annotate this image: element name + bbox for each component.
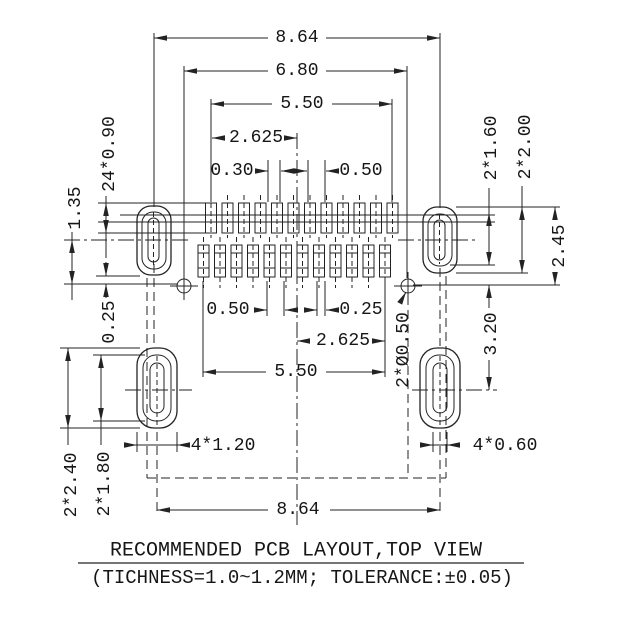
dim-label-bottom-pad-pitch: 0.50	[206, 300, 249, 320]
leg-pad-bottom-left	[136, 347, 178, 429]
dim-label-hole-to-leg: 3.20	[482, 312, 502, 355]
dim-label-left-row-offset: 0.25	[100, 300, 120, 343]
pad-array-top-row	[205, 195, 399, 238]
dim-top-half-span: 2.625	[212, 128, 297, 148]
dim-label-row-gap: 1.35	[66, 186, 86, 229]
dim-top-row-span: 5.50	[211, 94, 392, 114]
dim-label-top-pad-pitch: 0.50	[339, 161, 382, 181]
dim-leg-pad-length: 2*2.40	[62, 348, 82, 517]
dim-label-leg-slot-width: 4*0.60	[473, 436, 538, 456]
dim-bottom-row-span: 5.50	[203, 362, 385, 382]
dim-leg-slot-length: 2*1.80	[95, 355, 115, 516]
dim-label-shell-slot-height: 2*1.60	[482, 116, 502, 181]
dim-label-bottom-row-offset: 0.25	[339, 300, 382, 320]
dim-label-pad-count-length: 24*0.90	[100, 116, 120, 192]
dim-label-bottom-half-span: 2.625	[316, 331, 370, 351]
dim-label-top-pad-width: 0.30	[210, 161, 253, 181]
dim-edge-to-hole: 2.45	[550, 207, 570, 285]
drawing-title: RECOMMENDED PCB LAYOUT,TOP VIEW	[110, 540, 482, 563]
dim-label-leg-pad-length: 2*2.40	[62, 453, 82, 518]
dim-hole-to-leg: 3.20	[482, 285, 502, 390]
shield-pad-top-left	[136, 205, 172, 276]
dim-label-overall-width-top: 8.64	[275, 28, 318, 48]
dim-label-overall-width-bottom: 8.64	[276, 500, 319, 520]
pad-array-bottom-row	[197, 237, 391, 288]
dim-shell-pad-height: 2*2.00	[516, 115, 536, 273]
dim-label-edge-to-hole: 2.45	[550, 224, 570, 267]
locating-hole-right	[394, 272, 422, 300]
dim-label-leg-slot-length: 2*1.80	[95, 452, 115, 517]
dim-overall-width-bottom: 8.64	[157, 500, 440, 520]
dim-label-leg-pad-width: 4*1.20	[191, 436, 256, 456]
dim-label-top-row-span: 5.50	[280, 94, 323, 114]
dim-bottom-half-span: 2.625	[297, 331, 385, 351]
shield-pad-top-right	[422, 206, 458, 274]
connector-outline	[146, 276, 447, 479]
dim-label-shell-pad-height: 2*2.00	[516, 115, 536, 180]
locating-hole-left	[170, 272, 198, 300]
dim-label-hole-spacing: 6.80	[275, 61, 318, 81]
dim-label-top-half-span: 2.625	[229, 128, 283, 148]
title-block: RECOMMENDED PCB LAYOUT,TOP VIEW (TICHNES…	[78, 540, 524, 589]
dim-bottom-pad-pitch: 0.50	[206, 300, 298, 320]
drawing-tolerance-note: (TICHNESS=1.0~1.2MM; TOLERANCE:±0.05)	[91, 567, 513, 589]
dim-shell-slot-height: 2*1.60	[482, 116, 502, 265]
dim-top-pad-width: 0.30	[210, 161, 294, 181]
extension-lines	[60, 33, 560, 452]
leg-pad-bottom-right	[419, 347, 461, 429]
dim-leg-pad-width: 4*1.20	[124, 436, 256, 456]
dim-hole-spacing: 6.80	[184, 61, 407, 81]
dim-row-gap: 1.35	[66, 186, 86, 300]
dim-label-bottom-row-span: 5.50	[274, 362, 317, 382]
dim-label-locating-holes: 2*Ø0.50	[394, 312, 414, 388]
dim-overall-width-top: 8.64	[154, 28, 440, 48]
dim-left-row-offset: 0.25	[100, 262, 120, 344]
dim-leg-slot-width: 4*0.60	[420, 436, 538, 456]
dim-bottom-row-offset: 0.25	[304, 300, 383, 320]
dim-top-pad-pitch: 0.50	[294, 161, 383, 181]
dim-locating-holes: 2*Ø0.50	[394, 291, 414, 388]
dim-pad-count-length: 24*0.90	[100, 116, 120, 258]
